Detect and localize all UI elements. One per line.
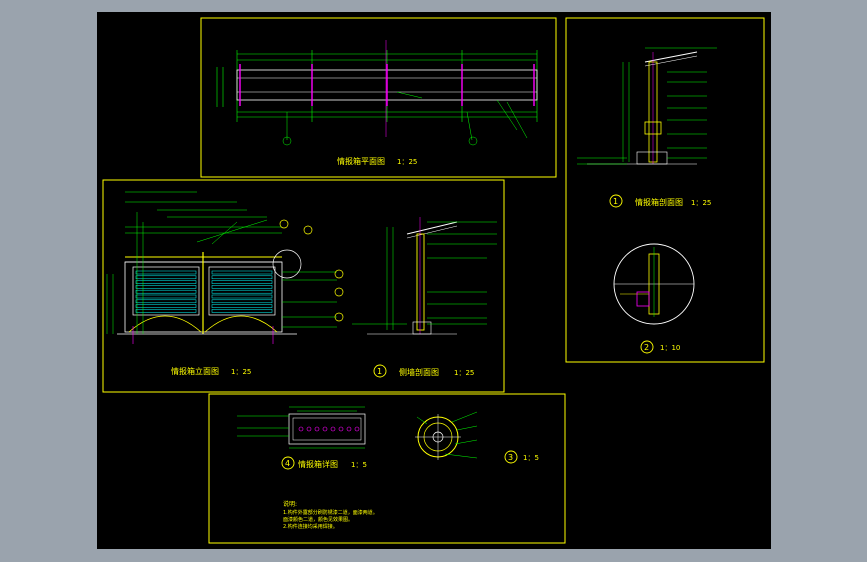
- detail-four-marker: 4: [285, 459, 290, 468]
- side-section-marker: 1: [377, 367, 382, 376]
- cad-drawing-canvas[interactable]: 情报箱平面图 1：25 1 情报箱剖面图 1：25: [97, 12, 771, 549]
- detail-four-title: 情报箱详图: [298, 459, 338, 469]
- info-board-right: [208, 266, 276, 316]
- notes-line-2: 面漆颜色二道，颜色见效果图。: [283, 516, 353, 523]
- notes-line-3: 2.构件连接均采用焊接。: [283, 523, 338, 530]
- plan-view-frame: 情报箱平面图 1：25: [200, 17, 557, 178]
- side-section-scale: 1：25: [454, 369, 474, 377]
- section-top-scale: 1：25: [691, 199, 711, 207]
- elevation-scale: 1：25: [231, 368, 251, 376]
- plan-view-scale: 1：25: [397, 158, 417, 166]
- section-top-marker: 1: [613, 197, 618, 206]
- notes-line-1: 1.构件外露部分刷防锈漆二道，面漆两道。: [283, 509, 378, 516]
- detail-two-marker: 2: [644, 343, 649, 352]
- detail-three-marker: 3: [508, 453, 513, 462]
- elevation-title: 情报箱立面图: [171, 366, 219, 376]
- detail-two-scale: 1：10: [660, 344, 680, 352]
- notes-heading: 说明:: [283, 500, 297, 508]
- section-frame-top-right: 1 情报箱剖面图 1：25 2 1：10: [565, 17, 765, 363]
- detail-three-scale: 1：5: [523, 454, 539, 462]
- elevation-frame: 情报箱立面图 1：25 1 侧墙剖面图 1：25: [102, 179, 505, 393]
- section-top-title: 情报箱剖面图: [635, 197, 683, 207]
- plan-view-title: 情报箱平面图: [337, 156, 385, 166]
- info-board-left: [132, 266, 200, 316]
- side-section-title: 侧墙剖面图: [399, 367, 439, 377]
- detail-four-bolts: [298, 426, 360, 432]
- cad-drawing-viewport[interactable]: 情报箱平面图 1：25 1 情报箱剖面图 1：25: [97, 12, 771, 549]
- detail-frame-bottom: 4 情报箱详图 1：5 3 1：5 说明: 1.构件外露部分刷防锈漆二道，面漆两…: [208, 393, 566, 544]
- detail-four-scale: 1：5: [351, 461, 367, 469]
